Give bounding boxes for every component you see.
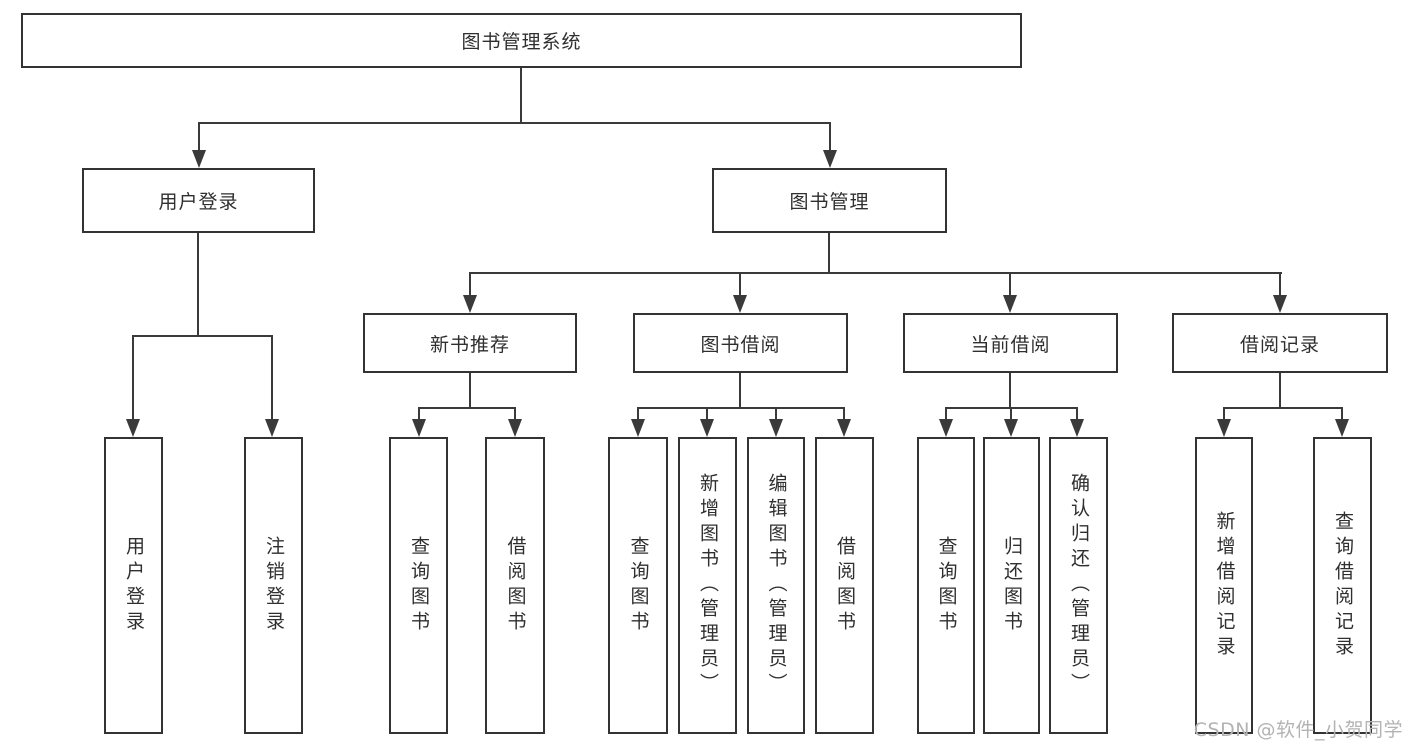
node-book-management: 图书管理 <box>712 168 947 233</box>
connector-line <box>1341 409 1343 419</box>
connector-line <box>132 335 273 337</box>
node-confirm-return-admin: 确认归还（管理员） <box>1049 437 1108 734</box>
node-add-borrow-record: 新增借阅记录 <box>1195 437 1253 734</box>
connector-line <box>828 233 830 272</box>
connector-line <box>1076 409 1078 419</box>
connector-line <box>843 409 845 419</box>
arrow-down-icon <box>463 295 477 313</box>
connector-line <box>469 274 471 295</box>
arrow-down-icon <box>192 150 206 168</box>
arrow-down-icon <box>412 419 426 437</box>
connector-line <box>1009 373 1011 407</box>
connector-line <box>706 409 708 419</box>
node-add-books-admin: 新增图书（管理员） <box>678 437 737 734</box>
node-library-management-system: 图书管理系统 <box>21 13 1022 68</box>
arrow-down-icon <box>1335 419 1349 437</box>
connector-line <box>775 409 777 419</box>
arrow-down-icon <box>1217 419 1231 437</box>
arrow-down-icon <box>126 419 140 437</box>
connector-line <box>1223 409 1225 419</box>
connector-line <box>637 407 845 409</box>
arrow-down-icon <box>733 295 747 313</box>
csdn-watermark: CSDN @软件_小贺同学 <box>1193 719 1403 741</box>
connector-line <box>637 409 639 419</box>
connector-line <box>739 274 741 295</box>
arrow-down-icon <box>939 419 953 437</box>
connector-line <box>1279 274 1281 295</box>
arrow-down-icon <box>1003 295 1017 313</box>
arrow-down-icon <box>1070 419 1084 437</box>
arrow-down-icon <box>265 419 279 437</box>
node-borrow-books-borrowing: 借阅图书 <box>815 437 874 734</box>
connector-line <box>197 233 199 335</box>
connector-line <box>945 409 947 419</box>
node-edit-books-admin: 编辑图书（管理员） <box>747 437 805 734</box>
arrow-down-icon <box>1273 295 1287 313</box>
arrow-down-icon <box>508 419 522 437</box>
node-query-books-current: 查询图书 <box>917 437 975 734</box>
node-query-books-recommend: 查询图书 <box>389 437 448 734</box>
connector-line <box>132 337 134 419</box>
connector-line <box>514 409 516 419</box>
connector-line <box>1223 407 1343 409</box>
connector-line <box>829 124 831 150</box>
node-query-borrow-record: 查询借阅记录 <box>1313 437 1372 734</box>
arrow-down-icon <box>631 419 645 437</box>
connector-line <box>198 122 831 124</box>
connector-line <box>271 337 273 419</box>
arrow-down-icon <box>769 419 783 437</box>
arrow-down-icon <box>700 419 714 437</box>
node-borrow-books-recommend: 借阅图书 <box>485 437 545 734</box>
node-user-login: 用户登录 <box>82 168 315 233</box>
node-borrow-records: 借阅记录 <box>1172 313 1388 373</box>
node-return-books: 归还图书 <box>983 437 1040 734</box>
connector-line <box>469 373 471 407</box>
connector-line <box>418 409 420 419</box>
arrow-down-icon <box>1004 419 1018 437</box>
connector-line <box>1010 409 1012 419</box>
arrow-down-icon <box>823 150 837 168</box>
node-new-book-recommend: 新书推荐 <box>363 313 577 373</box>
connector-line <box>1009 274 1011 295</box>
node-query-books-borrowing: 查询图书 <box>608 437 668 734</box>
node-user-login-leaf: 用户登录 <box>104 437 163 734</box>
node-logout: 注销登录 <box>244 437 303 734</box>
connector-line <box>469 272 1282 274</box>
connector-line <box>418 407 516 409</box>
connector-line <box>945 407 1078 409</box>
node-book-borrowing: 图书借阅 <box>633 313 848 373</box>
node-current-borrowing: 当前借阅 <box>903 313 1118 373</box>
connector-line <box>1279 373 1281 407</box>
connector-line <box>520 68 522 122</box>
connector-line <box>198 124 200 150</box>
connector-line <box>739 373 741 407</box>
arrow-down-icon <box>837 419 851 437</box>
